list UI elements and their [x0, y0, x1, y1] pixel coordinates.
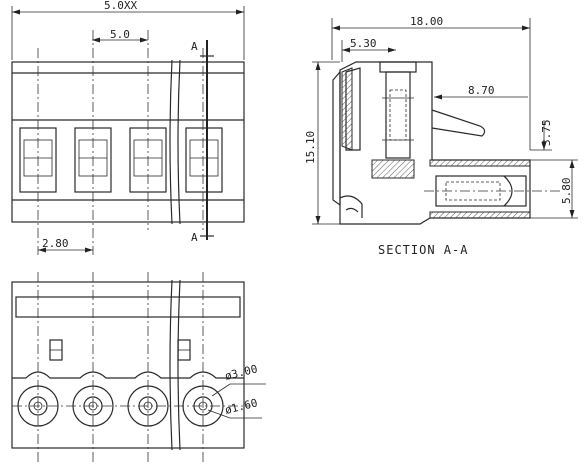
dim-label-overall-width: 18.00 [410, 15, 443, 28]
dim-label-8-70: 8.70 [468, 84, 495, 97]
dim-label-5-80: 5.80 [560, 178, 573, 205]
dim-label-dia-large: ø3.00 [224, 362, 259, 383]
section-caption: SECTION A-A [378, 243, 468, 257]
dim-label-5-30: 5.30 [350, 37, 377, 50]
top-view: ø3.00 ø1.60 [11, 272, 266, 462]
dim-label-height: 15.10 [304, 131, 317, 164]
section-marker-bottom: A [191, 231, 198, 244]
dim-label-3-75: 3.75 [540, 120, 553, 147]
terminal-window-4 [185, 127, 223, 193]
dim-label-top-pitch-total: 5.0XX [104, 0, 137, 12]
dim-label-pitch: 5.0 [110, 28, 130, 41]
front-view: 5.0XX 5.0 [11, 0, 245, 255]
section-marker-top: A [191, 40, 198, 53]
dim-label-offset: 2.80 [42, 237, 69, 250]
section-view: 18.00 5.30 8.70 15.10 [304, 15, 578, 257]
dim-label-dia-small: ø1.60 [224, 396, 259, 417]
